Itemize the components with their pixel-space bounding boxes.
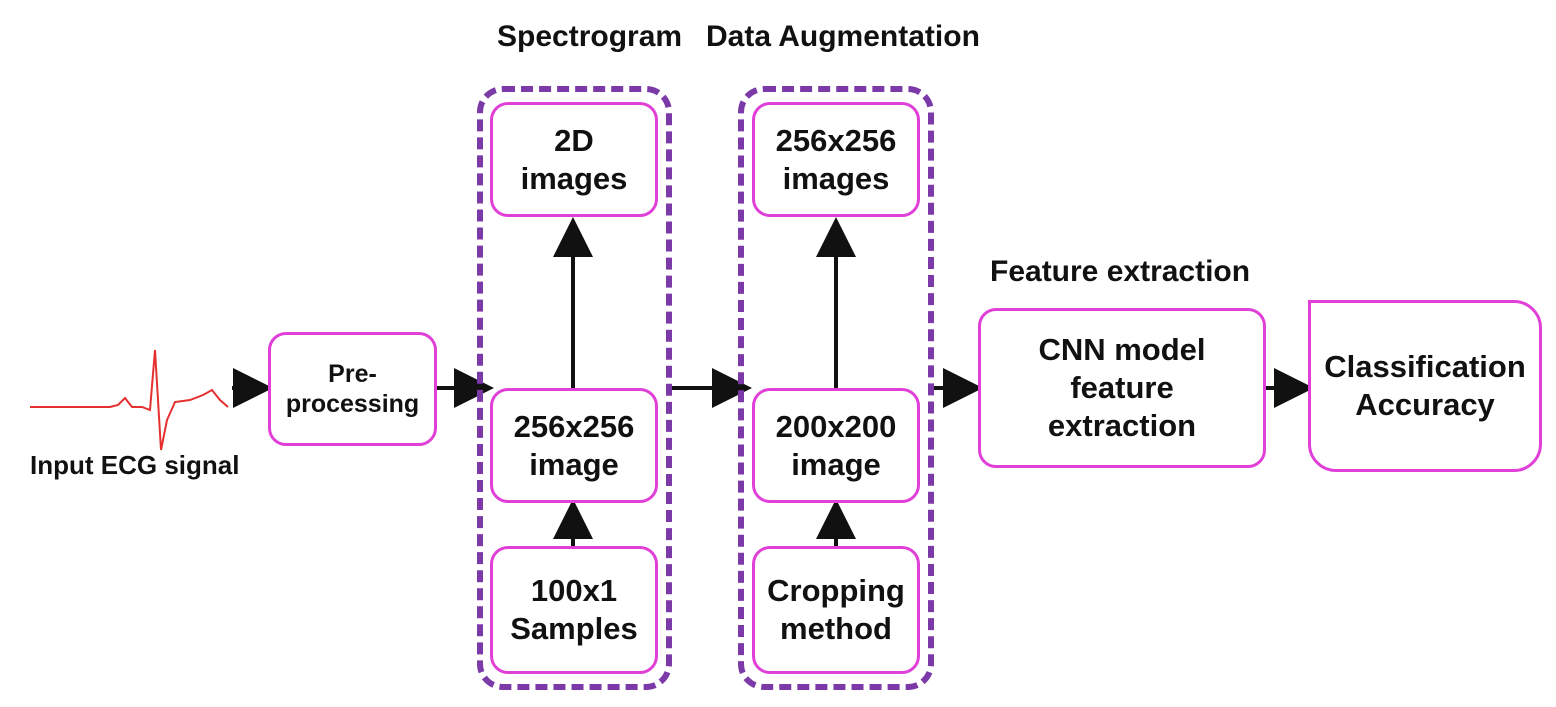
feature-line1: CNN model xyxy=(1038,332,1206,368)
feature-line3: extraction xyxy=(1047,407,1197,443)
preprocessing-line1: Pre- xyxy=(328,359,377,388)
preprocessing-line2: processing xyxy=(285,390,420,418)
ecg-waveform xyxy=(30,349,229,451)
augmentation-bot-line2: method xyxy=(780,611,892,646)
classification-box: Classification Accuracy xyxy=(1308,300,1542,472)
spectrogram-bot-line2: Samples xyxy=(510,611,638,646)
spectrogram-256-image-box: 256x256 image xyxy=(490,388,658,503)
spectrogram-mid-line2: image xyxy=(529,446,619,482)
spectrogram-bot-line1: 100x1 xyxy=(530,573,618,609)
augmentation-200-image-box: 200x200 image xyxy=(752,388,920,503)
feature-line2: feature xyxy=(1070,370,1174,406)
spectrogram-2d-images-box: 2D images xyxy=(490,102,658,217)
input-ecg-label: Input ECG signal xyxy=(30,450,240,480)
spectrogram-samples-box: 100x1 Samples xyxy=(490,546,658,674)
spectrogram-top-line1: 2D xyxy=(554,122,594,158)
augmentation-group xyxy=(738,86,934,690)
spectrogram-group xyxy=(477,86,672,690)
cnn-feature-box: CNN model feature extraction xyxy=(978,308,1266,468)
augmentation-256-images-box: 256x256 images xyxy=(752,102,920,217)
augmentation-bot-line1: Cropping xyxy=(767,573,905,609)
augmentation-top-line2: images xyxy=(782,160,890,196)
preprocessing-box: Pre- processing xyxy=(268,332,437,446)
classification-line2: Accuracy xyxy=(1355,387,1495,422)
feature-title: Feature extraction xyxy=(990,255,1251,288)
augmentation-mid-line1: 200x200 xyxy=(775,408,897,444)
augmentation-mid-line2: image xyxy=(791,446,881,482)
spectrogram-title: Spectrogram xyxy=(497,20,683,53)
spectrogram-mid-line1: 256x256 xyxy=(513,408,635,444)
augmentation-cropping-box: Cropping method xyxy=(752,546,920,674)
spectrogram-top-line2: images xyxy=(520,160,628,196)
augmentation-title: Data Augmentation xyxy=(706,20,980,53)
classification-line1: Classification xyxy=(1324,349,1526,385)
augmentation-top-line1: 256x256 xyxy=(775,122,897,158)
